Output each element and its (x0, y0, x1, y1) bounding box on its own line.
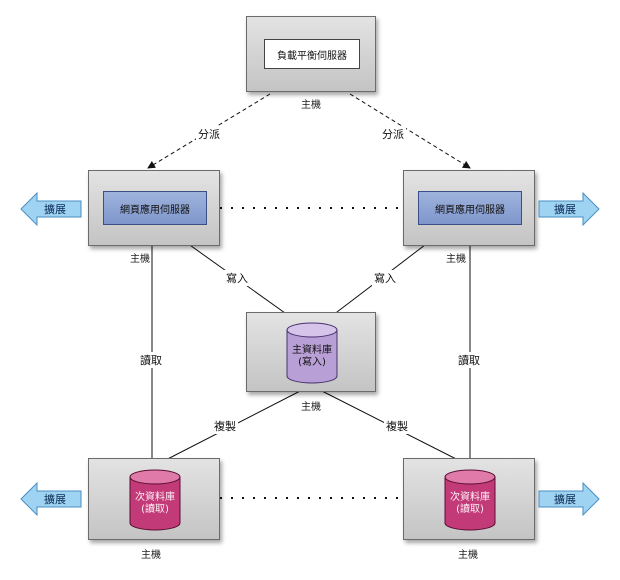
secondary-db-left-mode: (讀取) (141, 504, 169, 515)
dispatch-right-label: 分派 (380, 126, 406, 142)
secondary-db-left-cylinder (129, 469, 181, 531)
dispatch-left-label: 分派 (196, 126, 222, 142)
secondary-db-right-mode: (讀取) (456, 504, 484, 515)
expand-web-right-label: 擴展 (554, 203, 576, 216)
secondary-db-right-host-label: 主機 (458, 550, 478, 561)
expand-web-right-arrow: 擴展 (538, 191, 600, 227)
expand-db-right-arrow: 擴展 (538, 481, 600, 517)
dispatch-right-arrow (349, 93, 471, 169)
expand-web-left-arrow: 擴展 (20, 191, 82, 227)
web-server-right-label: 網頁應用伺服器 (435, 204, 505, 216)
web-server-left-box: 網頁應用伺服器 (103, 191, 207, 225)
secondary-db-right-host: 次資料庫 (讀取) (403, 458, 535, 540)
read-right-label: 讀取 (456, 352, 482, 368)
primary-db-host: 主資料庫 (寫入) (246, 312, 376, 392)
secondary-db-right-cylinder (444, 469, 496, 531)
right-arrow-icon (538, 481, 600, 517)
secondary-db-left-name: 次資料庫 (135, 492, 175, 503)
load-balancer-host-label: 主機 (301, 100, 321, 111)
write-right-label: 寫入 (372, 270, 398, 286)
left-arrow-icon (20, 191, 82, 227)
web-server-left-label: 網頁應用伺服器 (120, 204, 190, 216)
read-left-label: 讀取 (138, 352, 164, 368)
expand-db-left-arrow: 擴展 (20, 481, 82, 517)
primary-db-host-label: 主機 (301, 402, 321, 413)
right-arrow-icon (538, 191, 600, 227)
web-server-right-host: 網頁應用伺服器 (403, 170, 535, 246)
load-balancer-box: 負載平衡伺服器 (264, 39, 360, 69)
web-server-right-host-label: 主機 (446, 254, 466, 265)
expand-web-left-label: 擴展 (44, 203, 66, 216)
primary-db-name: 主資料庫 (292, 345, 332, 356)
left-arrow-icon (20, 481, 82, 517)
web-server-right-box: 網頁應用伺服器 (418, 191, 522, 225)
expand-db-right-label: 擴展 (554, 493, 576, 506)
secondary-db-left-label: 次資料庫 (讀取) (129, 492, 181, 516)
secondary-db-right-name: 次資料庫 (450, 492, 490, 503)
web-server-left-host: 網頁應用伺服器 (88, 170, 220, 246)
load-balancer-host: 負載平衡伺服器 (246, 16, 376, 92)
secondary-db-left-host: 次資料庫 (讀取) (88, 458, 220, 540)
expand-db-left-label: 擴展 (44, 493, 66, 506)
primary-db-cylinder (286, 322, 338, 384)
primary-db-label: 主資料庫 (寫入) (286, 345, 338, 369)
web-server-left-host-label: 主機 (130, 254, 150, 265)
primary-db-mode: (寫入) (298, 357, 326, 368)
secondary-db-left-host-label: 主機 (141, 550, 161, 561)
write-left-label: 寫入 (224, 270, 250, 286)
replicate-left-label: 複製 (212, 418, 238, 434)
secondary-db-right-label: 次資料庫 (讀取) (444, 492, 496, 516)
replicate-right-label: 複製 (384, 418, 410, 434)
load-balancer-label: 負載平衡伺服器 (277, 50, 347, 62)
